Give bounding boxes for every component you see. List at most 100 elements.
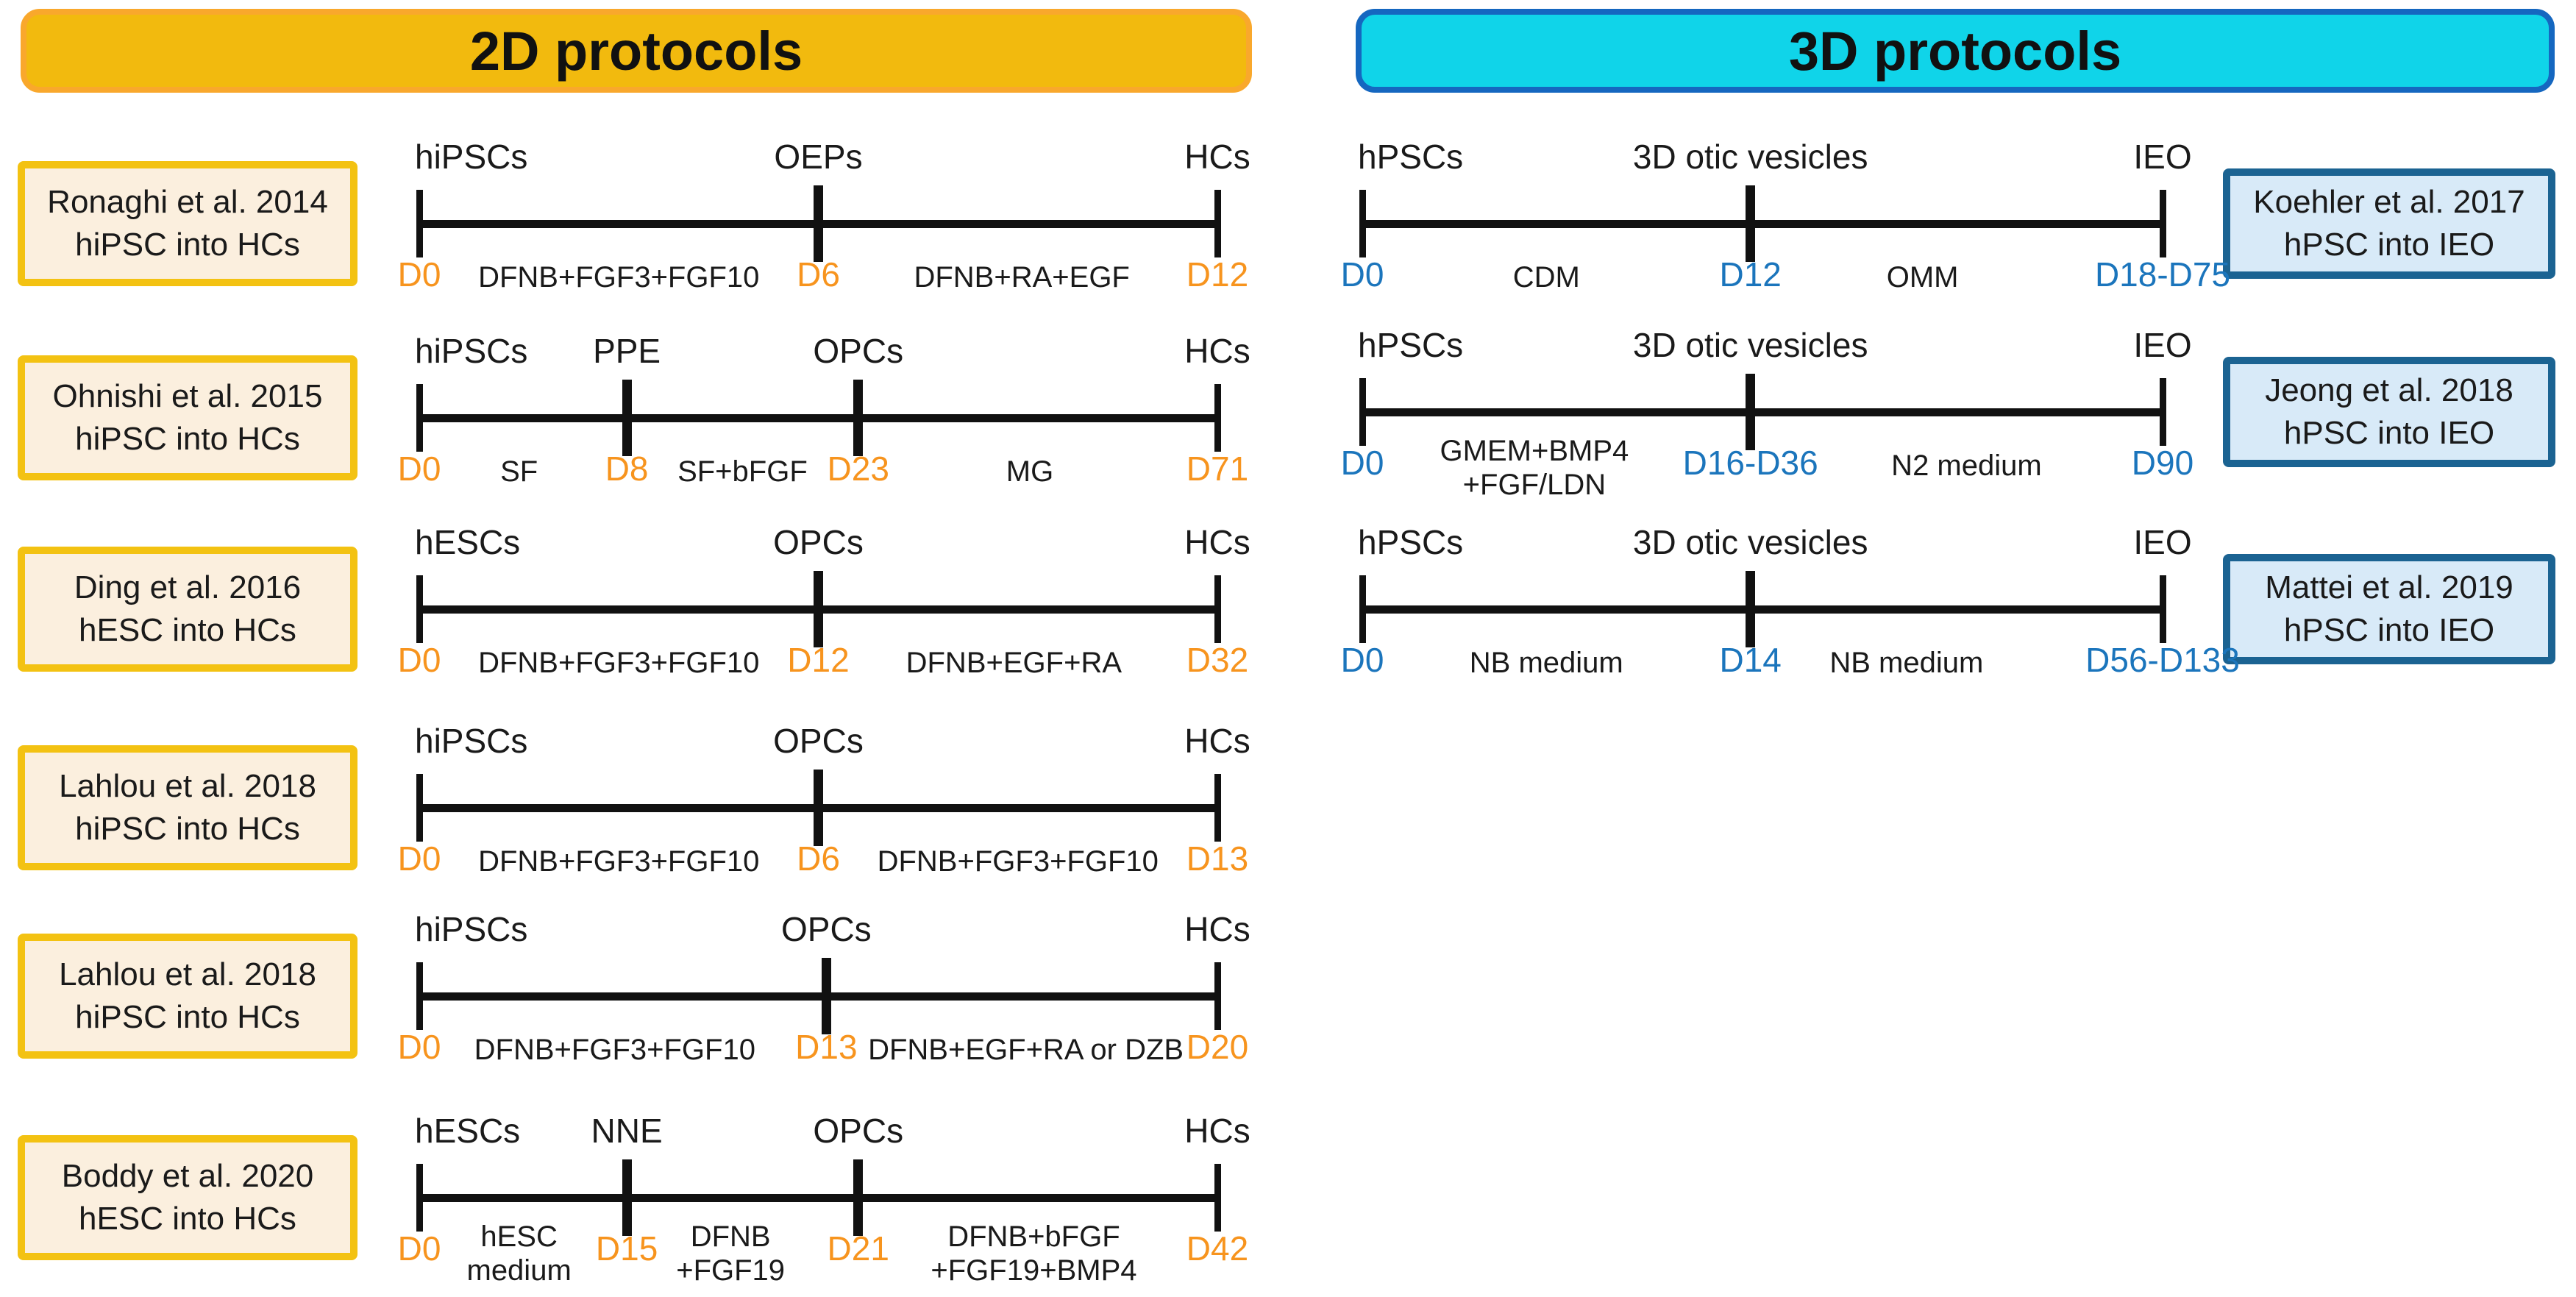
day-label: D90 xyxy=(2131,444,2194,482)
reference-box: Mattei et al. 2019 hPSC into IEO xyxy=(2223,554,2555,664)
timeline-tick xyxy=(1214,962,1221,1030)
reference-line: hiPSC into HCs xyxy=(75,421,300,457)
timeline-line xyxy=(1362,408,2163,416)
stage-label: IEO xyxy=(2133,523,2192,561)
timeline-line xyxy=(419,1194,1217,1202)
media-line: MG xyxy=(1006,455,1054,488)
reference-line: hPSC into IEO xyxy=(2283,612,2495,648)
stage-label: OEPs xyxy=(774,138,863,176)
timeline-tick xyxy=(853,380,864,456)
day-label: D0 xyxy=(397,839,441,878)
stage-label: hESCs xyxy=(415,523,521,561)
media-line: CDM xyxy=(1512,261,1580,294)
stage-label: 3D otic vesicles xyxy=(1632,138,1868,176)
reference-line: Ding et al. 2016 xyxy=(74,569,302,605)
stage-label: OPCs xyxy=(773,722,864,760)
header-3d-protocols: 3D protocols xyxy=(1356,9,2555,93)
day-label: D12 xyxy=(1719,255,1782,294)
stage-label: IEO xyxy=(2133,138,2192,176)
media-label: GMEM+BMP4+FGF/LDN xyxy=(1440,434,1629,502)
media-label: NB medium xyxy=(1829,646,1983,680)
media-label: DFNB+FGF3+FGF10 xyxy=(478,260,759,294)
media-label: DFNB+EGF+RA xyxy=(906,646,1122,680)
reference-line: Koehler et al. 2017 xyxy=(2253,183,2525,220)
day-label: D12 xyxy=(787,641,850,679)
day-label: D13 xyxy=(1186,839,1249,878)
day-label: D0 xyxy=(1340,444,1384,482)
day-label: D0 xyxy=(397,449,441,488)
media-line: medium xyxy=(466,1254,572,1287)
media-label: DFNB+RA+EGF xyxy=(914,260,1129,294)
stage-label: HCs xyxy=(1184,138,1250,176)
timeline-line xyxy=(419,992,1217,1001)
media-line: DFNB+EGF+RA xyxy=(905,647,1122,679)
timeline-tick xyxy=(853,1159,864,1236)
media-line: DFNB+FGF3+FGF10 xyxy=(478,261,760,294)
timeline-tick xyxy=(1214,1164,1221,1232)
timeline-tick xyxy=(1359,190,1366,257)
stage-label: 3D otic vesicles xyxy=(1632,326,1868,364)
timeline-tick xyxy=(1214,190,1221,257)
stage-label: hPSCs xyxy=(1358,138,1464,176)
reference-line: hiPSC into HCs xyxy=(75,811,300,847)
timeline-tick xyxy=(416,384,423,452)
timeline-tick xyxy=(821,958,831,1034)
stage-label: hPSCs xyxy=(1358,523,1464,561)
media-label: OMM xyxy=(1887,260,1959,294)
day-label: D0 xyxy=(1340,255,1384,294)
media-label: DFNB+FGF3+FGF10 xyxy=(478,845,759,878)
stage-label: PPE xyxy=(593,332,661,370)
media-line: NB medium xyxy=(1829,647,1984,679)
reference-line: hPSC into IEO xyxy=(2283,415,2495,451)
reference-line: Lahlou et al. 2018 xyxy=(59,956,316,992)
timeline-tick xyxy=(416,190,423,257)
media-label: DFNB+bFGF+FGF19+BMP4 xyxy=(931,1220,1136,1287)
header-2d-protocols: 2D protocols xyxy=(21,9,1252,93)
reference-line: hPSC into IEO xyxy=(2283,227,2495,263)
timeline-tick xyxy=(416,774,423,842)
timeline-tick xyxy=(1214,384,1221,452)
timeline-tick xyxy=(1359,575,1366,643)
reference-box: Koehler et al. 2017 hPSC into IEO xyxy=(2223,168,2555,279)
day-label: D6 xyxy=(797,839,840,878)
media-label: DFNB+FGF3+FGF10 xyxy=(474,1033,755,1067)
reference-box: Ohnishi et al. 2015 hiPSC into HCs xyxy=(18,355,357,480)
timeline-tick xyxy=(1214,774,1221,842)
day-label: D21 xyxy=(827,1229,889,1268)
reference-line: hiPSC into HCs xyxy=(75,227,300,263)
timeline-line xyxy=(1362,605,2163,614)
media-line: DFNB+EGF+RA or DZB xyxy=(868,1034,1184,1066)
stage-label: OPCs xyxy=(773,523,864,561)
reference-line: Jeong et al. 2018 xyxy=(2265,372,2513,408)
stage-label: IEO xyxy=(2133,326,2192,364)
media-label: DFNB+FGF3+FGF10 xyxy=(878,845,1159,878)
stage-label: HCs xyxy=(1184,1112,1250,1150)
day-label: D0 xyxy=(1340,641,1384,679)
day-label: D12 xyxy=(1186,255,1249,294)
media-line: SF xyxy=(500,455,538,488)
stage-label: hiPSCs xyxy=(415,910,528,948)
media-line: OMM xyxy=(1886,261,1959,294)
media-line: DFNB xyxy=(690,1220,771,1253)
day-label: D14 xyxy=(1719,641,1782,679)
media-line: DFNB+FGF3+FGF10 xyxy=(478,845,760,878)
day-label: D13 xyxy=(795,1028,858,1066)
stage-label: HCs xyxy=(1184,332,1250,370)
timeline-tick xyxy=(2159,378,2166,446)
media-label: N2 medium xyxy=(1891,449,2042,483)
media-line: GMEM+BMP4 xyxy=(1440,435,1629,467)
reference-line: Mattei et al. 2019 xyxy=(2265,569,2513,605)
media-line: DFNB+RA+EGF xyxy=(914,261,1130,294)
timeline-line xyxy=(1362,220,2163,228)
day-label: D23 xyxy=(827,449,889,488)
media-line: +FGF/LDN xyxy=(1462,469,1607,501)
stage-label: hiPSCs xyxy=(415,332,528,370)
reference-line: hESC into HCs xyxy=(79,1201,296,1237)
reference-line: Ohnishi et al. 2015 xyxy=(52,377,323,414)
media-line: +FGF19+BMP4 xyxy=(931,1254,1137,1287)
stage-label: OPCs xyxy=(813,332,904,370)
